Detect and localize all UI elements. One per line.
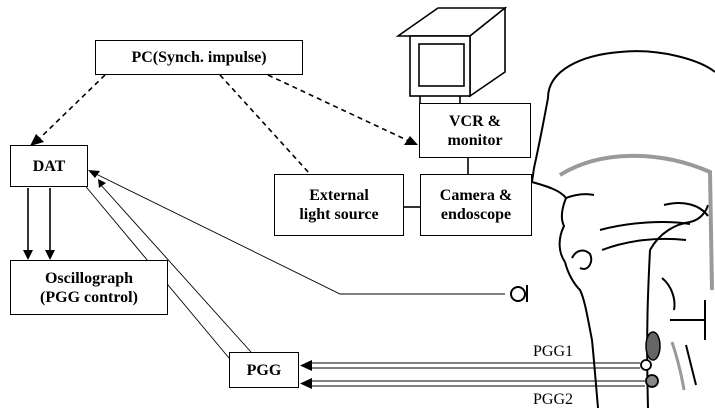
pgg2-label: PGG2 [533, 391, 574, 408]
arrow-head [23, 250, 33, 260]
vcr-label: VCR & monitor [447, 112, 503, 149]
light-source-box: External light source [274, 174, 404, 236]
pgg1-label: PGG1 [533, 343, 574, 360]
pgg-label: PGG [246, 361, 282, 379]
pc-box: PC(Synch. impulse) [95, 40, 303, 75]
pgg-box: PGG [229, 352, 299, 388]
pc-label: PC(Synch. impulse) [131, 49, 267, 66]
pgg1-sensor [640, 359, 652, 371]
arrow-head [88, 170, 100, 178]
vcr-box: VCR & monitor [419, 103, 531, 158]
camera-box: Camera & endoscope [420, 174, 532, 236]
arrow-head [98, 179, 106, 188]
larynx-shape [645, 331, 661, 361]
pgg2-sensor [645, 374, 659, 388]
dat-box: DAT [10, 145, 88, 187]
dat-label: DAT [32, 157, 66, 175]
arrow-head [30, 134, 44, 146]
pgg-to-dat-line [99, 183, 252, 353]
oscillograph-label: Oscillograph (PGG control) [40, 269, 138, 306]
arrow-head [45, 250, 55, 260]
arrow-head [300, 378, 312, 389]
sync-links [39, 74, 412, 175]
microphone-icon [510, 285, 528, 302]
arrow-head [300, 360, 312, 371]
arrow-head [404, 136, 418, 145]
light-source-label: External light source [299, 187, 379, 223]
camera-label: Camera & endoscope [439, 187, 513, 223]
monitor-icon [395, 6, 508, 103]
oscillograph-box: Oscillograph (PGG control) [10, 260, 168, 315]
microphone-to-dat-line [91, 171, 505, 295]
